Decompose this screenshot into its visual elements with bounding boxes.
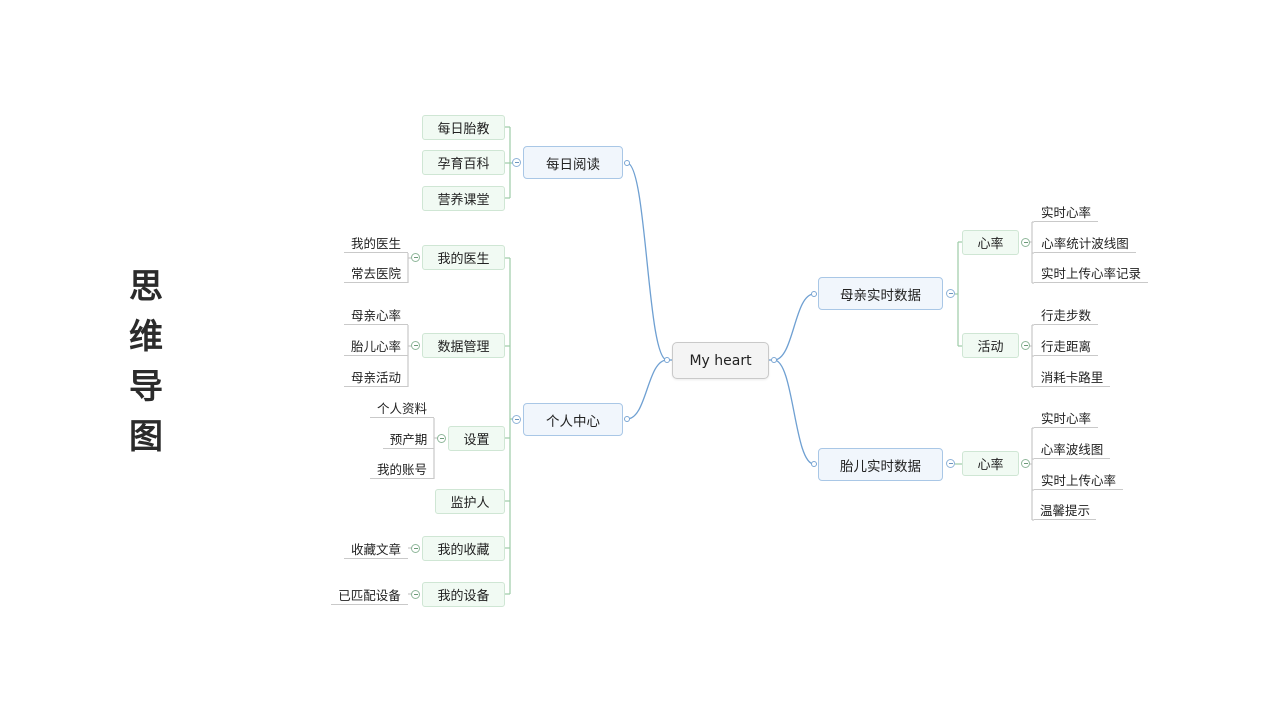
mother-sub-heartrate[interactable]: 心率 xyxy=(962,230,1019,255)
connector-0 xyxy=(626,162,668,361)
mother-collapse-icon[interactable] xyxy=(946,289,955,298)
doctor-leaf-0[interactable]: 我的医生 xyxy=(344,232,408,253)
mother-hr-leaf-1[interactable]: 心率统计波线图 xyxy=(1034,232,1136,253)
reading-collapse-icon[interactable] xyxy=(512,158,521,167)
branch-mother-realtime[interactable]: 母亲实时数据 xyxy=(818,277,943,310)
data-leaf-2[interactable]: 母亲活动 xyxy=(344,366,408,387)
data-collapse-icon[interactable] xyxy=(411,341,420,350)
favorites-collapse-icon[interactable] xyxy=(411,544,420,553)
branch-fetus-realtime[interactable]: 胎儿实时数据 xyxy=(818,448,943,481)
fetus-hr-leaf-0[interactable]: 实时心率 xyxy=(1034,407,1098,428)
mother-activity-collapse-icon[interactable] xyxy=(1021,341,1030,350)
center-sub-doctor[interactable]: 我的医生 xyxy=(422,245,505,270)
mother-hr-leaf-0[interactable]: 实时心率 xyxy=(1034,201,1098,222)
settings-leaf-0[interactable]: 个人资料 xyxy=(370,397,434,418)
connector-1 xyxy=(626,359,668,420)
connector-2 xyxy=(773,293,815,361)
devices-collapse-icon[interactable] xyxy=(411,590,420,599)
mother-act-leaf-0[interactable]: 行走步数 xyxy=(1034,304,1098,325)
mother-act-leaf-1[interactable]: 行走距离 xyxy=(1034,335,1098,356)
doctor-leaf-1[interactable]: 常去医院 xyxy=(344,262,408,283)
branch-daily-reading[interactable]: 每日阅读 xyxy=(523,146,623,179)
settings-collapse-icon[interactable] xyxy=(437,434,446,443)
branch-personal-center[interactable]: 个人中心 xyxy=(523,403,623,436)
root-anchor-right xyxy=(771,357,777,363)
reading-item-1[interactable]: 孕育百科 xyxy=(422,150,505,175)
mother-hr-leaf-2[interactable]: 实时上传心率记录 xyxy=(1034,262,1148,283)
center-sub-devices[interactable]: 我的设备 xyxy=(422,582,505,607)
devices-leaf-0[interactable]: 已匹配设备 xyxy=(331,584,408,605)
mother-act-leaf-2[interactable]: 消耗卡路里 xyxy=(1034,366,1110,387)
center-sub-guardian[interactable]: 监护人 xyxy=(435,489,505,514)
center-sub-favorites[interactable]: 我的收藏 xyxy=(422,536,505,561)
mother-sub-activity[interactable]: 活动 xyxy=(962,333,1019,358)
center-collapse-icon[interactable] xyxy=(512,415,521,424)
center-anchor xyxy=(624,416,630,422)
connector-3 xyxy=(773,359,815,465)
mother-heartrate-collapse-icon[interactable] xyxy=(1021,238,1030,247)
fetus-collapse-icon[interactable] xyxy=(946,459,955,468)
fetus-hr-leaf-1[interactable]: 心率波线图 xyxy=(1034,438,1110,459)
root-anchor-left xyxy=(664,357,670,363)
data-leaf-1[interactable]: 胎儿心率 xyxy=(344,335,408,356)
reading-item-2[interactable]: 营养课堂 xyxy=(422,186,505,211)
fetus-hr-leaf-2[interactable]: 实时上传心率 xyxy=(1034,469,1123,490)
reading-item-0[interactable]: 每日胎教 xyxy=(422,115,505,140)
settings-leaf-2[interactable]: 我的账号 xyxy=(370,458,434,479)
favorites-leaf-0[interactable]: 收藏文章 xyxy=(344,538,408,559)
root-node[interactable]: My heart xyxy=(672,342,769,379)
center-sub-settings[interactable]: 设置 xyxy=(448,426,505,451)
settings-leaf-1[interactable]: 预产期 xyxy=(383,428,434,449)
fetus-hr-leaf-3[interactable]: 温馨提示 xyxy=(1034,499,1096,520)
page-title: 思维导图 xyxy=(129,267,163,457)
doctor-collapse-icon[interactable] xyxy=(411,253,420,262)
reading-anchor xyxy=(624,160,630,166)
center-sub-data[interactable]: 数据管理 xyxy=(422,333,505,358)
fetus-heartrate-collapse-icon[interactable] xyxy=(1021,459,1030,468)
data-leaf-0[interactable]: 母亲心率 xyxy=(344,304,408,325)
fetus-anchor xyxy=(811,461,817,467)
fetus-sub-heartrate[interactable]: 心率 xyxy=(962,451,1019,476)
mother-anchor xyxy=(811,291,817,297)
